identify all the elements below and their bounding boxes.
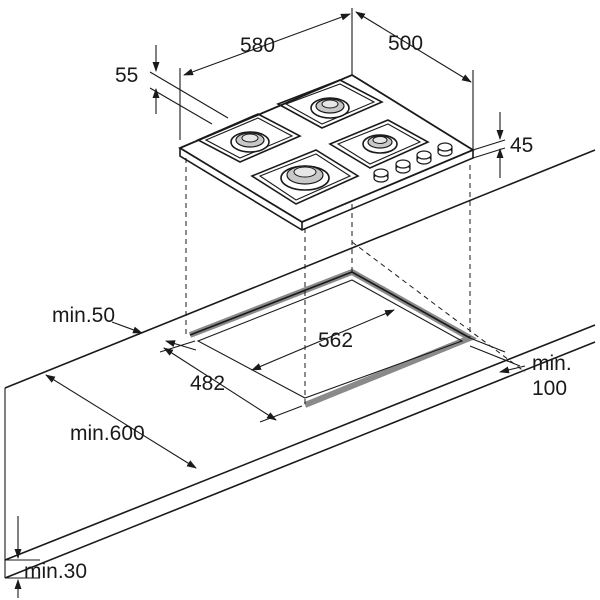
burner-front-left bbox=[280, 165, 330, 191]
burner-back-right bbox=[310, 97, 350, 119]
rear-clearance-label-line2: 100 bbox=[532, 377, 567, 400]
knob-3 bbox=[416, 150, 432, 165]
knob-4 bbox=[437, 142, 453, 157]
dimension-hob-depth: 500 bbox=[355, 11, 474, 150]
cutout-depth-label: 482 bbox=[190, 372, 225, 395]
burner-front-right bbox=[362, 134, 398, 154]
dimension-worktop-depth: min.600 bbox=[45, 374, 197, 469]
hob-depth-label: 500 bbox=[388, 32, 423, 55]
pan-support-front-right bbox=[328, 119, 430, 169]
worktop-thickness-label: min.30 bbox=[24, 560, 87, 583]
burner-back-left bbox=[230, 131, 270, 153]
cutout-width-label: 562 bbox=[318, 329, 353, 352]
knob-2 bbox=[395, 159, 411, 174]
hob-height-label: 45 bbox=[510, 134, 533, 157]
edge-offset-label: 55 bbox=[115, 64, 138, 87]
pan-support-back-right bbox=[276, 79, 384, 129]
dimension-cutout-depth: 482 bbox=[159, 340, 303, 423]
pan-support-back-left bbox=[196, 113, 302, 163]
hob bbox=[178, 73, 475, 231]
dimension-hob-width: 580 bbox=[179, 8, 353, 140]
dimension-rear-clearance: min. 100 bbox=[469, 337, 572, 400]
hob-width-label: 580 bbox=[240, 34, 275, 57]
knob-1 bbox=[373, 168, 389, 183]
front-clearance-label: min.50 bbox=[52, 304, 115, 327]
rear-clearance-label-line1: min. bbox=[532, 352, 572, 375]
worktop-depth-label: min.600 bbox=[70, 422, 145, 445]
dimension-cutout-width: 562 bbox=[251, 309, 395, 371]
dimension-edge-offset: 55 bbox=[115, 45, 229, 125]
worktop bbox=[4, 149, 596, 579]
dimension-hob-height: 45 bbox=[472, 112, 533, 178]
control-knobs bbox=[373, 142, 453, 183]
dimension-front-clearance: min.50 bbox=[52, 304, 197, 351]
pan-support-front-left bbox=[250, 149, 360, 205]
dimension-worktop-thickness: min.30 bbox=[5, 516, 87, 598]
